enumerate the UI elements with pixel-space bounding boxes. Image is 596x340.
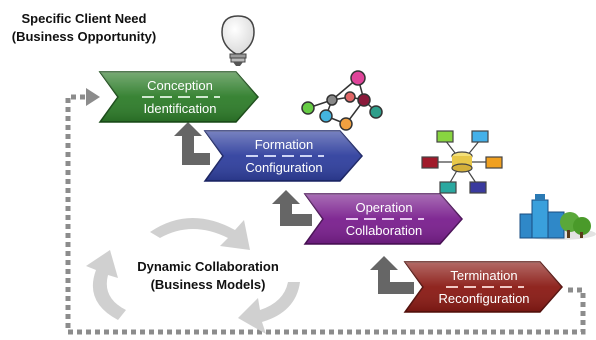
business-models-label: (Business Models) [151, 277, 266, 292]
cycle-arrows-icon [86, 217, 300, 334]
lightbulb-icon [221, 15, 255, 66]
city-buildings-icon [519, 194, 596, 240]
stage-title: Formation [255, 137, 314, 152]
return-arrow-3 [370, 256, 414, 294]
return-arrow-2 [272, 190, 312, 226]
stage-conception: Conception Identification [98, 71, 259, 123]
stage-title: Conception [147, 78, 213, 93]
stage-termination: Termination Reconfiguration [403, 261, 563, 313]
client-need-title: Specific Client Need [22, 11, 147, 26]
stage-subtitle: Collaboration [346, 223, 423, 238]
stage-title: Operation [355, 200, 412, 215]
stage-subtitle: Identification [144, 101, 217, 116]
stage-subtitle: Reconfiguration [438, 291, 529, 306]
stage-title: Termination [450, 268, 517, 283]
molecule-network-icon [301, 70, 383, 131]
feedback-loop-arrow [65, 94, 586, 335]
stage-formation: Formation Configuration [203, 130, 363, 182]
dynamic-collaboration-label: Dynamic Collaboration [137, 259, 279, 274]
stage-operation: Operation Collaboration [303, 193, 463, 245]
database-network-icon [421, 130, 503, 194]
stage-subtitle: Configuration [245, 160, 322, 175]
business-opportunity-subtitle: (Business Opportunity) [12, 29, 156, 44]
loop-arrowhead [86, 88, 100, 106]
return-arrow-1 [174, 122, 210, 165]
